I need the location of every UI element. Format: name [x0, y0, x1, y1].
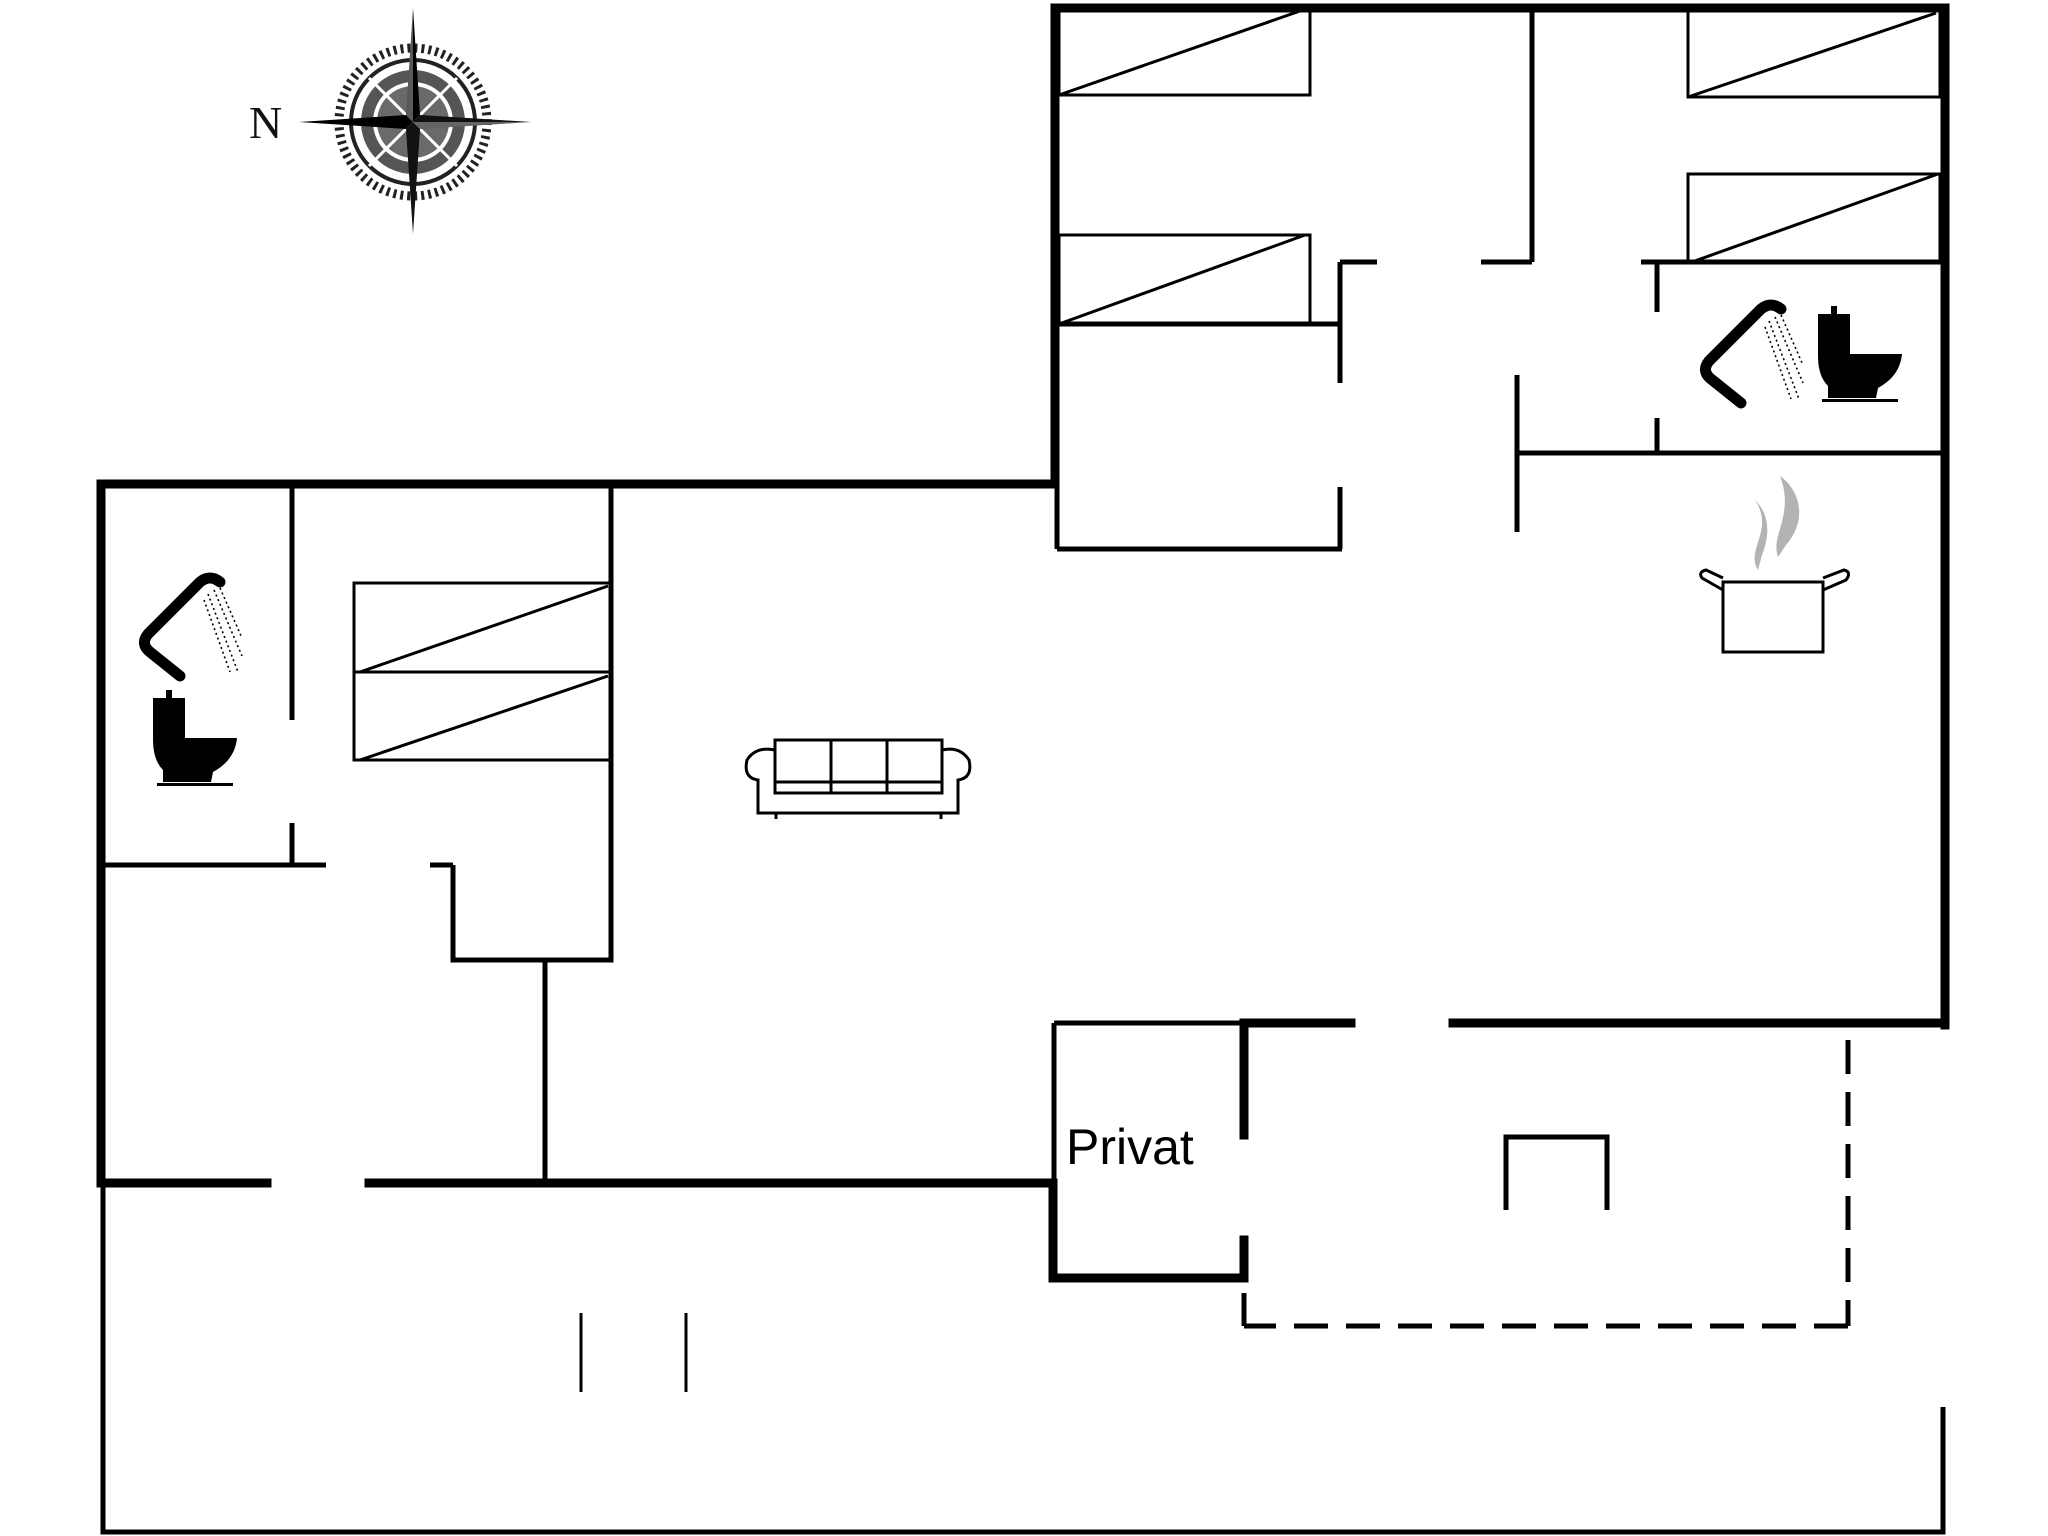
shower-icon: [1700, 299, 1804, 409]
bed-icon: [1057, 233, 1312, 326]
bed-icon: [1686, 9, 1942, 99]
south-terrace-outline: [100, 1183, 1946, 1535]
west-wing-walls: [96, 479, 1060, 1188]
bed-icon: [1057, 9, 1312, 97]
privat-room-walls: [1048, 1018, 1950, 1283]
table-icon: [1503, 1134, 1610, 1210]
bed-icon: [352, 670, 613, 762]
north-wing-walls: [1050, 3, 1950, 1030]
toilet-icon: [1818, 306, 1902, 402]
cooking-pot-icon: [1699, 476, 1851, 654]
sofa-icon: [744, 738, 972, 819]
toilet-icon: [153, 690, 237, 786]
compass-north-label: N: [249, 97, 283, 148]
compass-rose-icon: [299, 8, 531, 234]
bed-icon: [352, 581, 613, 674]
bed-icon: [1686, 172, 1942, 264]
shower-icon: [139, 572, 243, 682]
covered-terrace-outline: [1241, 1040, 1851, 1329]
room-label-privat: Privat: [1066, 1119, 1194, 1175]
